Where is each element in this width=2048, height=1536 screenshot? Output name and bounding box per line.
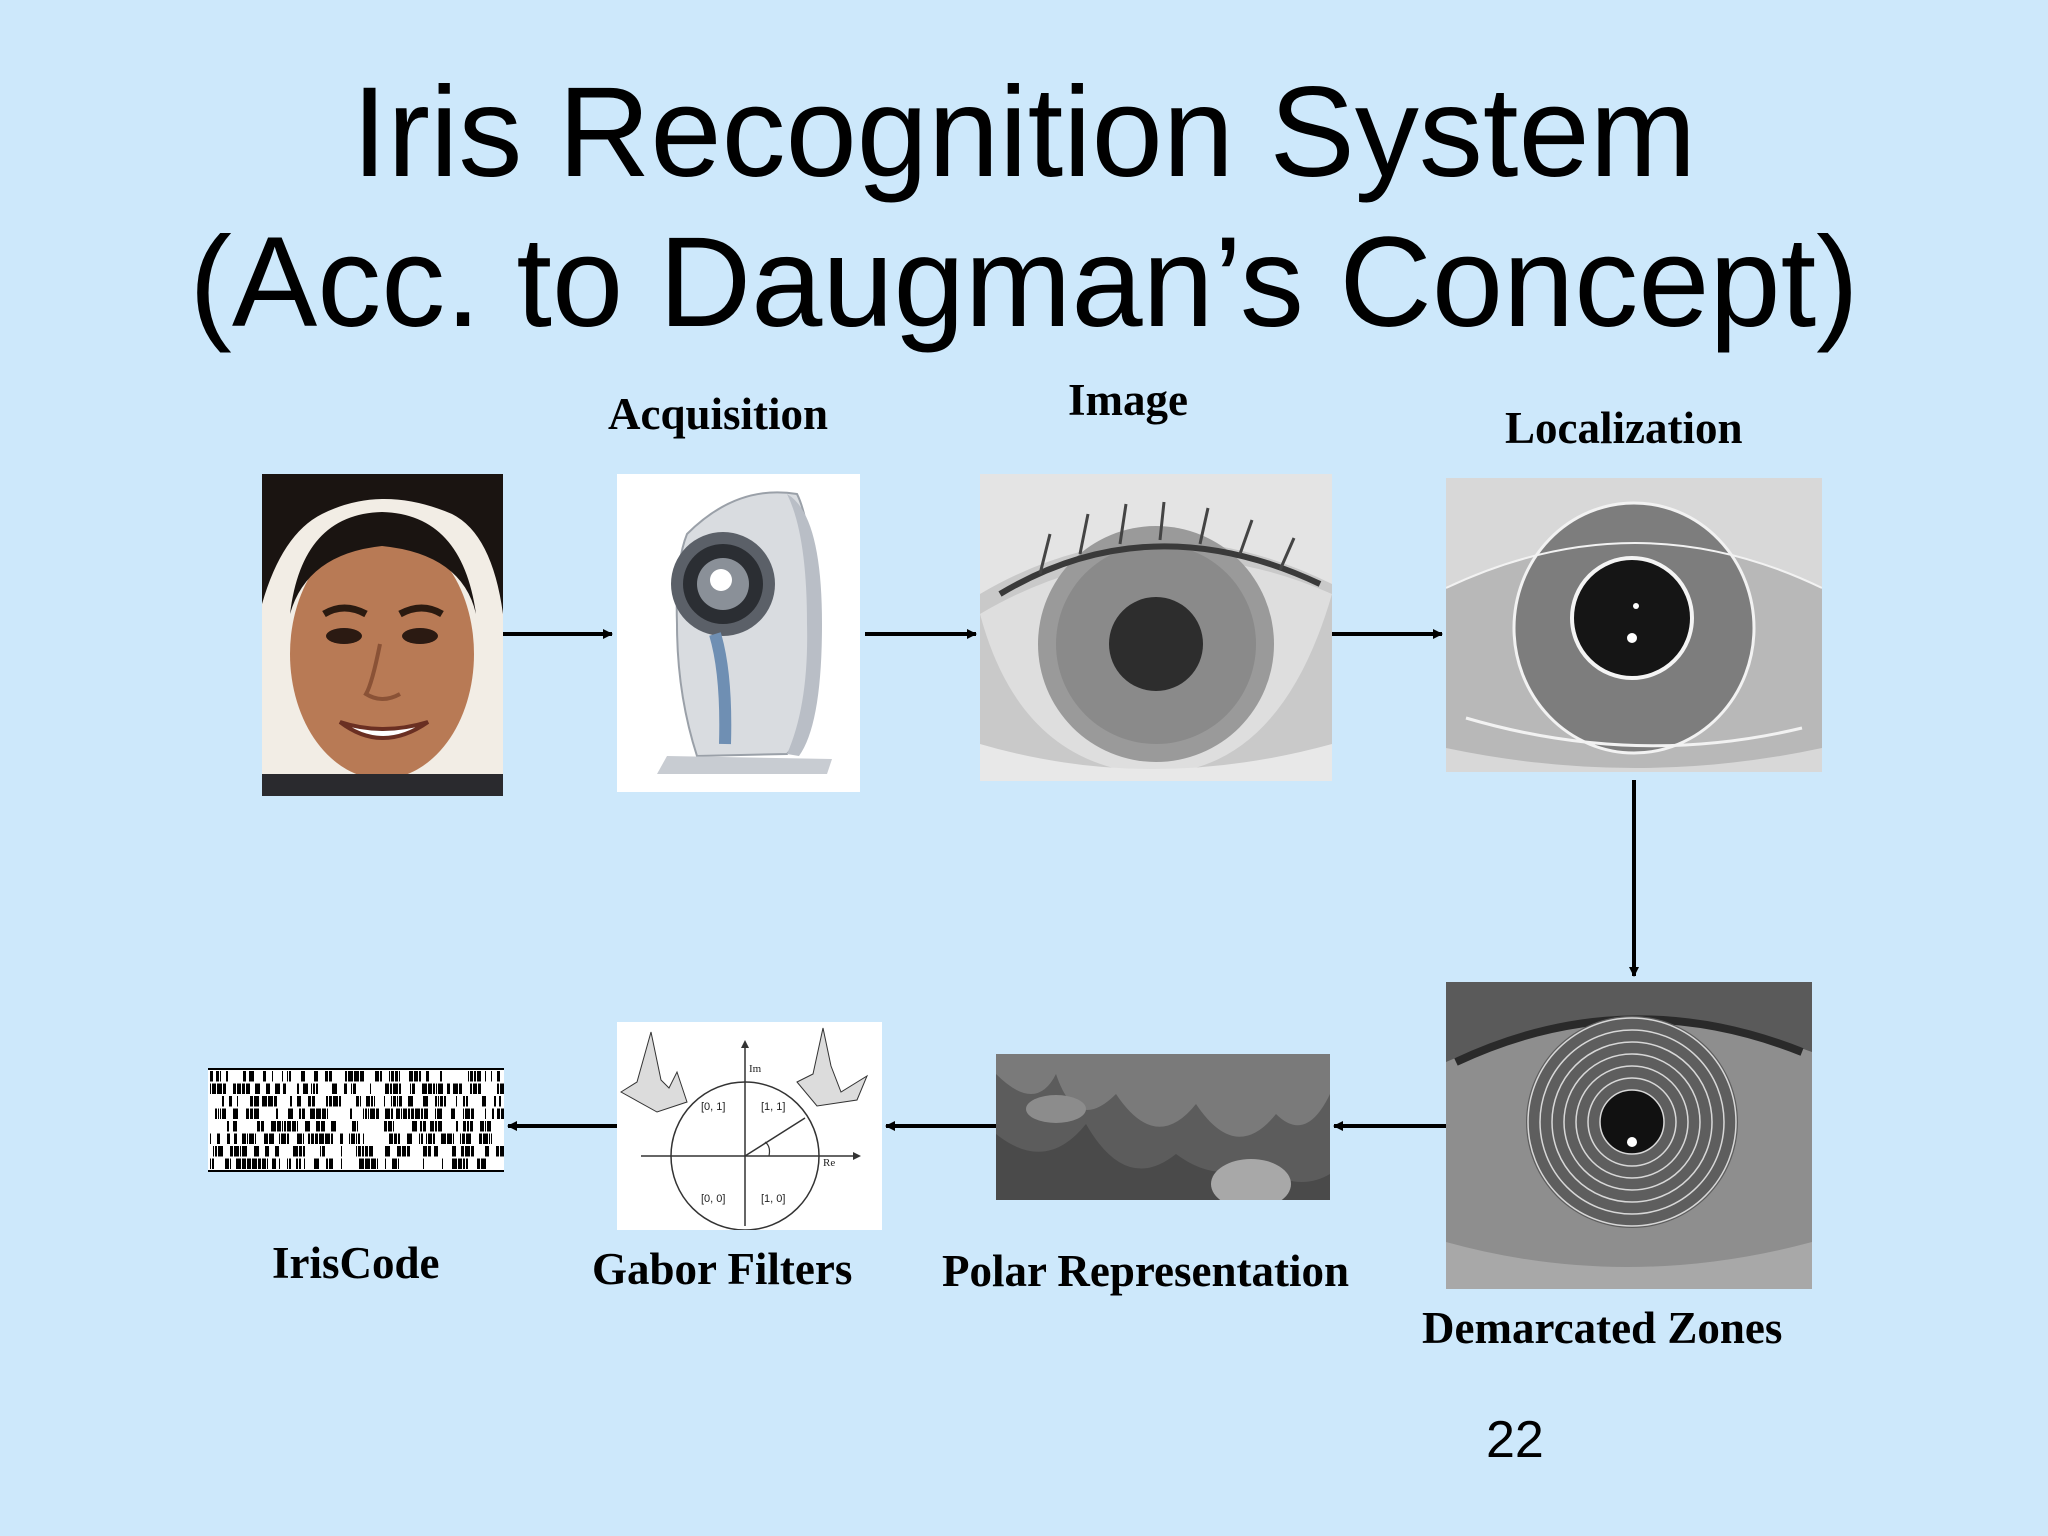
label-image: Image (1068, 375, 1188, 425)
acquisition-device-image (617, 474, 860, 792)
slide-title: Iris Recognition System (Acc. to Daugman… (0, 58, 2048, 358)
gabor-axis-im: Im (749, 1063, 762, 1075)
label-localization: Localization (1505, 403, 1743, 453)
face-photo (262, 474, 503, 796)
title-line-2: (Acc. to Daugman’s Concept) (189, 211, 1859, 354)
label-iriscode: IrisCode (272, 1238, 440, 1288)
gabor-filters-image: Im Re [0, 1] [1, 1] [0, 0] [1, 0] (617, 1022, 882, 1230)
localization-image (1446, 478, 1822, 772)
gabor-quadrant-01: [0, 1] (701, 1101, 725, 1113)
label-acquisition: Acquisition (608, 389, 829, 439)
eye-image (980, 474, 1332, 781)
gabor-quadrant-10: [1, 0] (761, 1193, 785, 1205)
gabor-quadrant-00: [0, 0] (701, 1193, 725, 1205)
slide-number: 22 (1486, 1411, 1544, 1469)
gabor-axis-re: Re (823, 1157, 835, 1169)
title-line-1: Iris Recognition System (351, 61, 1697, 204)
label-gabor-filters: Gabor Filters (592, 1244, 853, 1294)
demarcated-zones-image (1446, 982, 1812, 1289)
polar-representation-image (996, 1054, 1330, 1200)
label-polar-representation: Polar Representation (942, 1246, 1350, 1296)
iriscode-barcode (208, 1068, 504, 1172)
gabor-quadrant-11: [1, 1] (761, 1101, 785, 1113)
label-demarcated-zones: Demarcated Zones (1422, 1303, 1783, 1353)
